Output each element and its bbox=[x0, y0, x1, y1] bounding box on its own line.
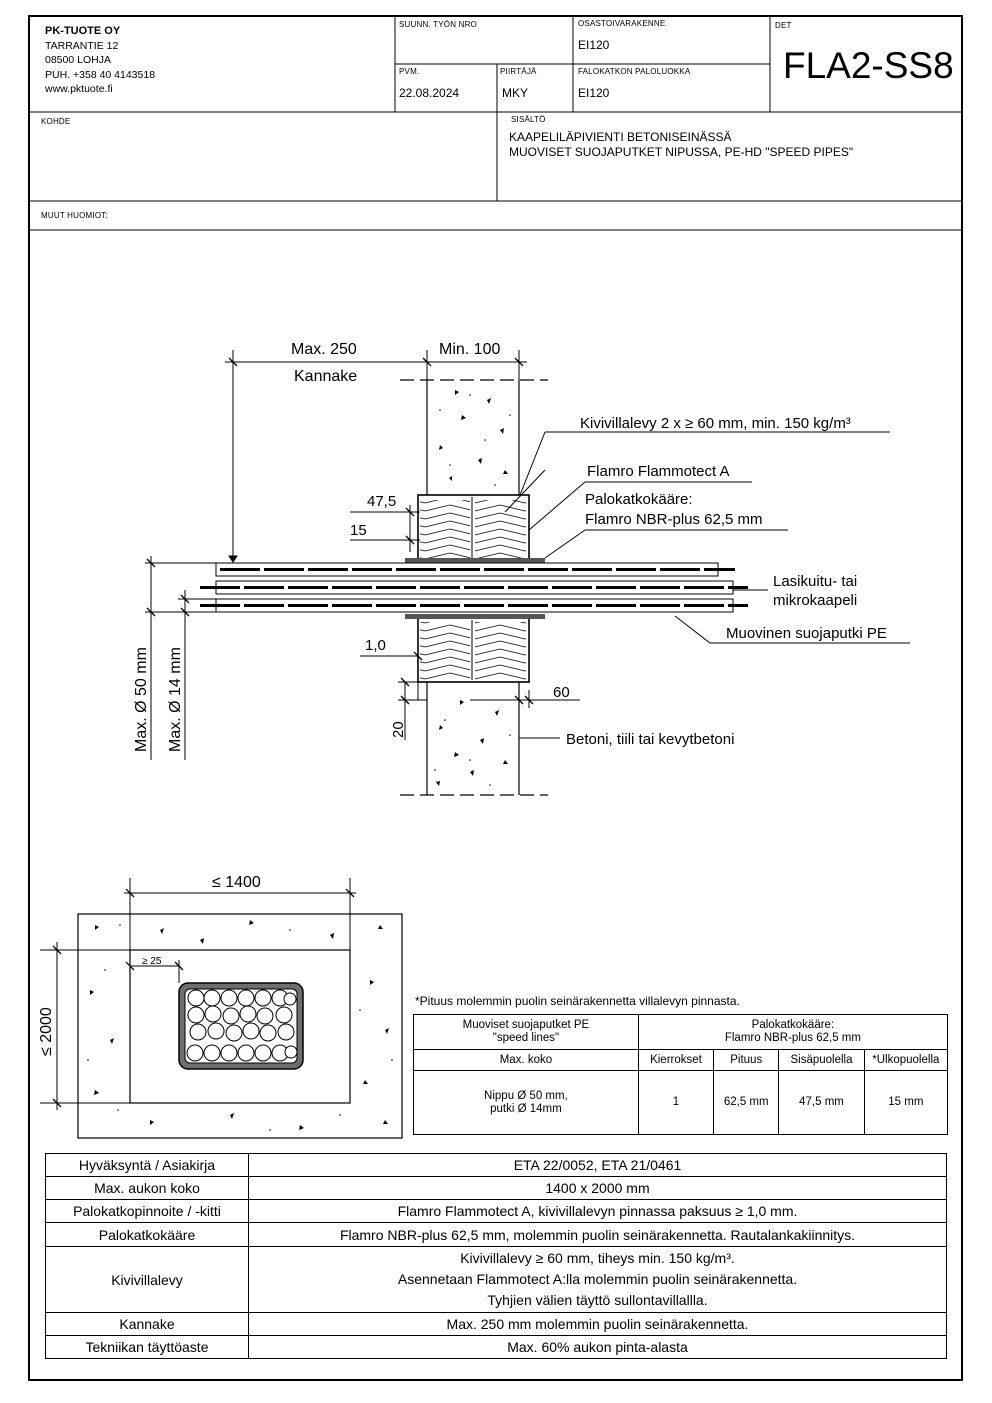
dim-max250: Max. 250 bbox=[291, 341, 357, 358]
osasto-value: EI120 bbox=[578, 38, 610, 52]
th-max-koko: Max. koko bbox=[413, 1049, 639, 1071]
palokatko-label-1: Palokatkokääre: bbox=[585, 491, 693, 508]
osasto-label: OSASTOIVARAKENNE bbox=[578, 19, 666, 28]
muut-label: MUUT HUOMIOT: bbox=[41, 211, 108, 220]
spec-key: Kannake bbox=[45, 1312, 249, 1336]
pvm-value: 22.08.2024 bbox=[399, 86, 460, 100]
title-block-lines bbox=[29, 16, 963, 231]
spec-key: Palokatkokääre bbox=[45, 1222, 249, 1247]
company-info: PK-TUOTE OY TARRANTIE 12 08500 LOHJA PUH… bbox=[45, 24, 155, 97]
v-ulko: 15 mm bbox=[863, 1070, 949, 1135]
spec-key: Max. aukon koko bbox=[45, 1176, 249, 1200]
sisalto-label: SISÄLTÖ bbox=[511, 115, 546, 124]
v-koko-2: putki Ø 14mm bbox=[490, 1102, 562, 1115]
drawing-frame bbox=[28, 15, 963, 1381]
spec-key: Kivivillalevy bbox=[45, 1246, 249, 1313]
pvm-label: PVM. bbox=[399, 67, 420, 76]
spec-value-line: Kivivillalevy ≥ 60 mm, tiheys min. 150 k… bbox=[460, 1250, 735, 1266]
sisalto-line-2: MUOVISET SUOJAPUTKET NIPUSSA, PE-HD "SPE… bbox=[509, 145, 854, 159]
spec-value: Flamro Flammotect A, kivivillalevyn pinn… bbox=[248, 1199, 947, 1223]
max-d50-label: Max. Ø 50 mm bbox=[133, 647, 150, 752]
kivivilla-label: Kivivillalevy 2 x ≥ 60 mm, min. 150 kg/m… bbox=[580, 415, 851, 432]
det-label: DET bbox=[775, 21, 792, 30]
company-address: TARRANTIE 12 bbox=[45, 39, 119, 52]
max-d14-label: Max. Ø 14 mm bbox=[167, 647, 184, 752]
dim-15: 15 bbox=[350, 522, 367, 539]
company-phone: PUH. +358 40 4143518 bbox=[45, 68, 156, 81]
wrap-bottom bbox=[405, 614, 545, 619]
betoni-label: Betoni, tiili tai kevytbetoni bbox=[566, 731, 734, 748]
piirtaja-label: PIIRTÄJÄ bbox=[500, 67, 537, 76]
spec-value: ETA 22/0052, ETA 21/0461 bbox=[248, 1153, 947, 1177]
kohde-label: KOHDE bbox=[41, 117, 71, 126]
flammotect-label: Flamro Flammotect A bbox=[587, 463, 730, 480]
th-pipes-2: "speed lines" bbox=[492, 1032, 560, 1044]
dim-min100: Min. 100 bbox=[439, 341, 500, 358]
dim-20: 20 bbox=[390, 721, 407, 738]
th-kierrokset: Kierrokset bbox=[637, 1049, 715, 1071]
spec-value-line: Asennetaan Flammotect A:lla molemmin puo… bbox=[397, 1271, 798, 1287]
th-sisa: Sisäpuolella bbox=[778, 1049, 865, 1071]
spec-key: Tekniikan täyttöaste bbox=[45, 1335, 249, 1359]
wrap-top bbox=[405, 558, 545, 563]
piirtaja-value: MKY bbox=[502, 86, 529, 100]
spec-value: Max. 60% aukon pinta-alasta bbox=[248, 1335, 947, 1359]
dim-25: ≥ 25 bbox=[142, 956, 162, 967]
kannake-label: Kannake bbox=[294, 368, 357, 385]
spec-value: Max. 250 mm molemmin puolin seinärakenne… bbox=[248, 1312, 947, 1336]
pipe-wrap-table: Muoviset suojaputket PE"speed lines" Pal… bbox=[413, 1014, 949, 1135]
th-ulko: *Ulkopuolella bbox=[863, 1049, 949, 1071]
dim-2000: ≤ 2000 bbox=[38, 1007, 55, 1056]
dim-1-0: 1,0 bbox=[365, 637, 386, 654]
v-pituus: 62,5 mm bbox=[713, 1070, 780, 1135]
lasikuitu-label-2: mikrokaapeli bbox=[773, 592, 857, 609]
th-pipes-1: Muoviset suojaputket PE bbox=[462, 1019, 590, 1031]
length-note: *Pituus molemmin puolin seinärakennetta … bbox=[415, 994, 740, 1008]
luokka-value: EI120 bbox=[578, 86, 610, 100]
sisalto-text: KAAPELILÄPIVIENTI BETONISEINÄSSÄ MUOVISE… bbox=[509, 130, 853, 160]
v-kierrokset: 1 bbox=[637, 1070, 715, 1135]
dim-1400: ≤ 1400 bbox=[212, 874, 261, 891]
spec-key: Hyväksyntä / Asiakirja bbox=[45, 1153, 249, 1177]
muovinen-label: Muovinen suojaputki PE bbox=[726, 625, 887, 642]
suunn-label: SUUNN. TYÖN NRO bbox=[399, 20, 477, 29]
spec-key: Palokatkopinnoite / -kitti bbox=[45, 1199, 249, 1223]
pipe-bundle bbox=[200, 562, 748, 613]
dim-60: 60 bbox=[553, 684, 570, 701]
v-koko-1: Nippu Ø 50 mm, bbox=[484, 1089, 568, 1102]
det-code: FLA2-SS8 bbox=[783, 45, 954, 86]
spec-value-line: Tyhjien välien täyttö sullontavillallla. bbox=[487, 1292, 708, 1308]
elevation-view: ≤ 1400 ≤ 2000 ≥ 25 bbox=[38, 874, 403, 1139]
spec-value: 1400 x 2000 mm bbox=[248, 1176, 947, 1200]
company-postal: 08500 LOHJA bbox=[45, 54, 111, 66]
lasikuitu-label-1: Lasikuitu- tai bbox=[773, 573, 857, 590]
dim-47-5: 47,5 bbox=[367, 493, 396, 510]
sisalto-line-1: KAAPELILÄPIVIENTI BETONISEINÄSSÄ bbox=[509, 130, 732, 144]
v-sisa: 47,5 mm bbox=[778, 1070, 865, 1135]
luokka-label: FALOKATKON PALOLUOKKA bbox=[578, 67, 691, 76]
palokatko-label-2: Flamro NBR-plus 62,5 mm bbox=[585, 511, 763, 528]
spec-value: Flamro NBR-plus 62,5 mm, molemmin puolin… bbox=[248, 1222, 947, 1247]
mineral-wool-bottom bbox=[417, 617, 530, 683]
th-wrap-2: Flamro NBR-plus 62,5 mm bbox=[724, 1032, 861, 1044]
company-name: PK-TUOTE OY bbox=[45, 25, 121, 37]
company-web: www.pktuote.fi bbox=[45, 83, 113, 95]
th-wrap-1: Palokatkokääre: bbox=[751, 1019, 835, 1031]
th-pituus: Pituus bbox=[713, 1049, 780, 1071]
